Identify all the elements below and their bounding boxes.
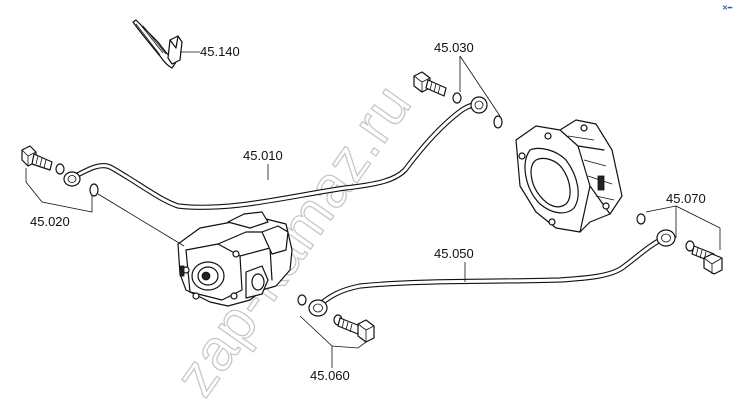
part-45020-bolt (21, 145, 99, 213)
label-45070: 45.070 (666, 191, 706, 206)
label-45140: 45.140 (200, 44, 240, 59)
pipe-45050 (308, 229, 676, 317)
corner-logo: ✕━ (722, 5, 733, 12)
label-45060: 45.060 (310, 368, 350, 383)
label-45050: 45.050 (434, 246, 474, 261)
housing-right (515, 119, 623, 233)
part-45060-bolt (297, 294, 375, 368)
part-45070-bolt (636, 205, 723, 275)
part-45140-clamp (132, 19, 200, 69)
pipe-45010 (63, 96, 488, 210)
label-45020: 45.020 (30, 214, 70, 229)
label-45030: 45.030 (434, 40, 474, 55)
valve-block-left (97, 193, 293, 307)
label-45010: 45.010 (243, 148, 283, 163)
part-45030-bolt (413, 55, 503, 129)
